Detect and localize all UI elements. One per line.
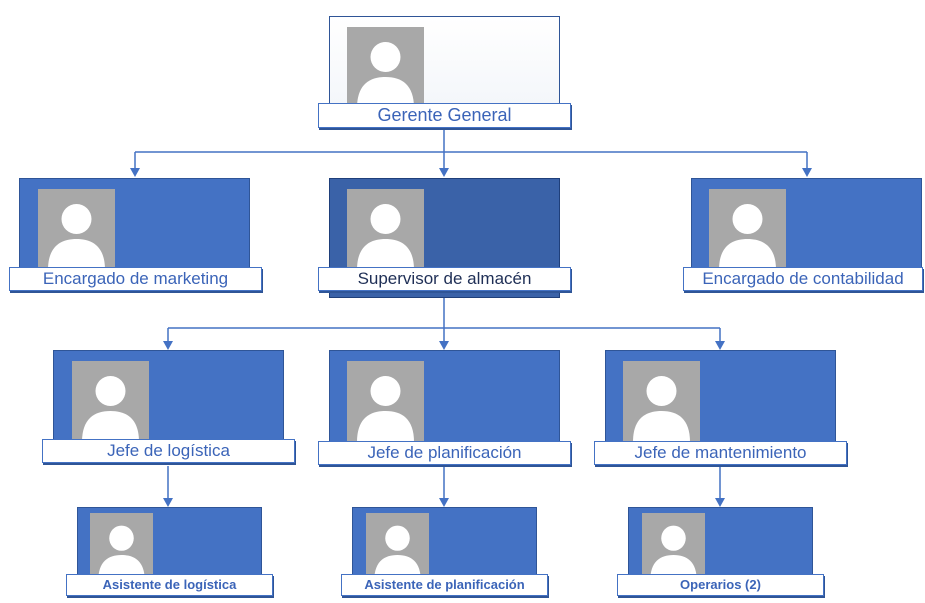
label-jefe-de-mantenimiento: Jefe de mantenimiento bbox=[594, 441, 847, 465]
person-placeholder-icon bbox=[90, 513, 153, 581]
label-jefe-de-logistica: Jefe de logística bbox=[42, 439, 295, 463]
label-jefe-de-planificacion: Jefe de planificación bbox=[318, 441, 571, 465]
person-placeholder-icon bbox=[623, 361, 700, 442]
person-placeholder-icon bbox=[347, 361, 424, 442]
person-placeholder-icon bbox=[709, 189, 786, 270]
person-placeholder-icon bbox=[38, 189, 115, 270]
label-encargado-de-contabilidad: Encargado de contabilidad bbox=[683, 267, 923, 291]
label-gerente-general: Gerente General bbox=[318, 103, 571, 128]
label-encargado-de-marketing: Encargado de marketing bbox=[9, 267, 262, 291]
person-placeholder-icon bbox=[366, 513, 429, 581]
label-supervisor-de-almacen: Supervisor de almacén bbox=[318, 267, 571, 291]
label-asistente-de-planificacion: Asistente de planificación bbox=[341, 574, 548, 596]
label-asistente-de-logistica: Asistente de logística bbox=[66, 574, 273, 596]
person-placeholder-icon bbox=[72, 361, 149, 442]
person-placeholder-icon bbox=[642, 513, 705, 581]
label-operarios: Operarios (2) bbox=[617, 574, 824, 596]
person-placeholder-icon bbox=[347, 27, 424, 108]
person-placeholder-icon bbox=[347, 189, 424, 270]
